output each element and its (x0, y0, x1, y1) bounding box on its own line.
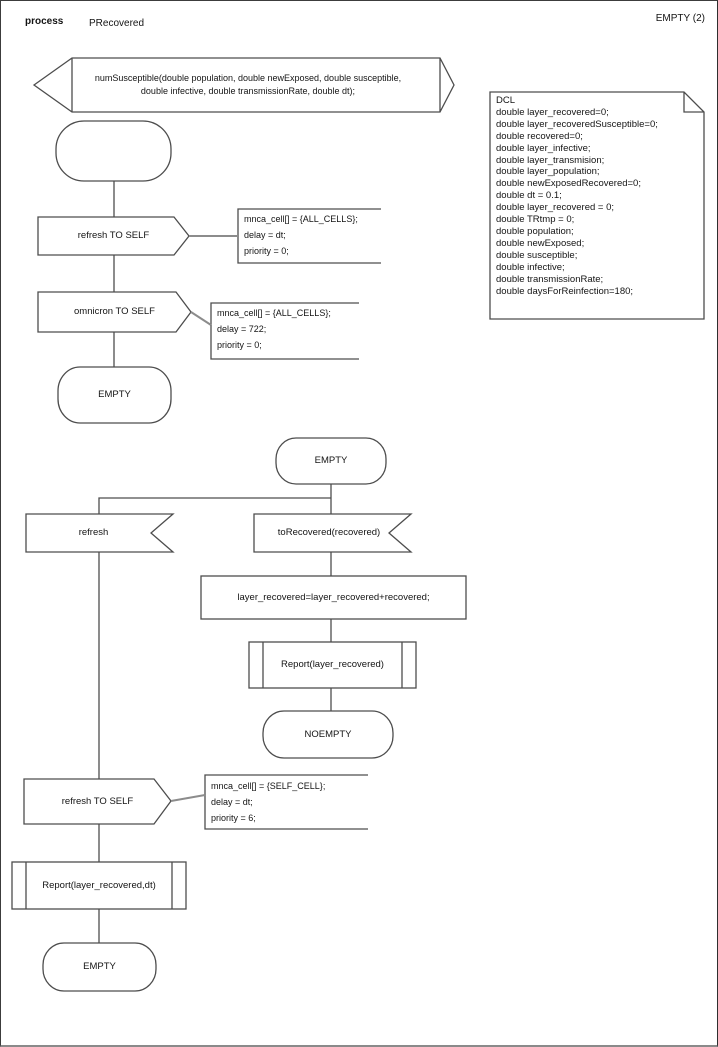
state-empty-top-symbol[interactable]: EMPTY (276, 438, 386, 484)
state-empty-bottom-label: EMPTY (83, 961, 116, 972)
output-refresh-to-self-symbol[interactable]: refresh TO SELF (38, 217, 189, 255)
page-label: EMPTY (2) (655, 13, 705, 24)
dcl-line: double layer_transmision; (496, 154, 605, 166)
state-empty3-shape (42, 942, 157, 992)
comment-self-cell-params[interactable]: mnca_cell[] = {SELF_CELL}; delay = dt; p… (211, 778, 325, 826)
call-report-dt-label: Report(layer_recovered,dt) (42, 879, 156, 891)
process-kind-label: process (25, 16, 64, 27)
input-torecovered-symbol[interactable]: toRecovered(recovered) (254, 514, 404, 552)
comment2-connector (190, 311, 212, 326)
state-empty-symbol[interactable]: EMPTY (58, 367, 171, 423)
state-noempty-label: NOEMPTY (304, 728, 352, 740)
comment2-shape (210, 302, 359, 360)
comment-line: delay = dt; (244, 230, 286, 240)
output-refresh-shape (37, 216, 190, 256)
signature-line1: numSusceptible(double population, double… (94, 73, 402, 83)
dcl-line: double population; (496, 225, 574, 237)
state-empty1-shape (57, 366, 172, 424)
comment-omnicron-params[interactable]: mnca_cell[] = {ALL_CELLS}; delay = 722; … (217, 305, 331, 353)
dcl-line: double dt = 0.1; (496, 190, 562, 202)
output-omnicron-to-self-label: omnicron TO SELF (74, 306, 155, 317)
call-report-symbol[interactable]: Report(layer_recovered) (263, 642, 402, 688)
output-omnicron-shape (37, 291, 192, 333)
dcl-line: double layer_recovered = 0; (496, 202, 615, 214)
dcl-box-shape (489, 91, 705, 320)
state-noempty-shape (262, 710, 394, 759)
state-empty-top-label: EMPTY (314, 455, 348, 466)
dcl-line: double layer_recoveredSusceptible=0; (496, 118, 658, 130)
state-noempty-symbol[interactable]: NOEMPTY (263, 711, 393, 758)
output-refresh-to-self-bottom-label: refresh TO SELF (61, 795, 134, 807)
call-report-label: Report(layer_recovered) (281, 659, 384, 670)
task-layer-recovered-symbol[interactable]: layer_recovered=layer_recovered+recovere… (201, 576, 466, 619)
call-report-innerlines (262, 642, 403, 688)
output-omnicron-to-self-symbol[interactable]: omnicron TO SELF (38, 292, 191, 332)
dcl-line: double susceptible; (496, 249, 578, 261)
signature-line2: double infective, double transmissionRat… (140, 86, 356, 96)
dcl-line: double daysForReinfection=180; (496, 285, 634, 297)
flow-line (98, 497, 331, 514)
state-empty-bottom-symbol[interactable]: EMPTY (43, 943, 156, 991)
call-report-shape (248, 641, 417, 689)
dcl-line: double layer_infective; (496, 142, 591, 154)
dcl-line: double TRtmp = 0; (496, 214, 575, 226)
comment-line: delay = dt; (211, 797, 253, 807)
comment-line: priority = 0; (217, 340, 262, 350)
comment-line: delay = 722; (217, 324, 267, 334)
dcl-title: DCL (496, 95, 516, 106)
dcl-line: double layer_population; (496, 166, 600, 178)
comment3-connector (170, 794, 206, 802)
output-refresh-to-self-bottom-symbol[interactable]: refresh TO SELF (24, 779, 171, 824)
comment-line: mnca_cell[] = {ALL_CELLS}; (244, 214, 358, 224)
comment-line: priority = 0; (244, 246, 289, 256)
state-empty-label: EMPTY (98, 389, 131, 400)
task-layer-recovered-label: layer_recovered=layer_recovered+recovere… (237, 591, 430, 603)
comment-line: priority = 6; (211, 813, 256, 823)
comment-line: mnca_cell[] = {SELF_CELL}; (211, 781, 326, 791)
signature-symbol-shape (32, 57, 455, 113)
task-shape (200, 575, 467, 620)
call-report-dt-innerlines (25, 862, 173, 909)
call-report-dt-symbol[interactable]: Report(layer_recovered,dt) (26, 862, 172, 909)
process-name: PRecovered (89, 18, 145, 29)
output-refresh-to-self-label: refresh TO SELF (77, 230, 150, 241)
dcl-line: double recovered=0; (496, 130, 583, 142)
comment-line: mnca_cell[] = {ALL_CELLS}; (217, 308, 331, 318)
dcl-line: double layer_recovered=0; (496, 106, 609, 118)
input-refresh-shape (25, 513, 175, 553)
input-refresh-symbol[interactable]: refresh (26, 514, 161, 552)
input-refresh-label: refresh (78, 527, 109, 538)
comment3-shape (204, 774, 368, 830)
dcl-declarations-box[interactable]: DCL double layer_recovered=0; double lay… (496, 95, 698, 297)
output-refresh2-shape (23, 778, 172, 825)
dcl-line: double newExposedRecovered=0; (496, 178, 641, 190)
input-torecovered-label: toRecovered(recovered) (277, 527, 381, 538)
dcl-line: double infective; (496, 261, 565, 273)
input-torecovered-shape (253, 513, 413, 553)
procedure-signature-symbol[interactable]: numSusceptible(double population, double… (56, 58, 440, 112)
dcl-line: double newExposed; (496, 237, 585, 249)
comment-refresh-params[interactable]: mnca_cell[] = {ALL_CELLS}; delay = dt; p… (244, 211, 358, 259)
start-state-symbol[interactable] (56, 121, 171, 181)
dcl-line: double transmissionRate; (496, 273, 604, 285)
